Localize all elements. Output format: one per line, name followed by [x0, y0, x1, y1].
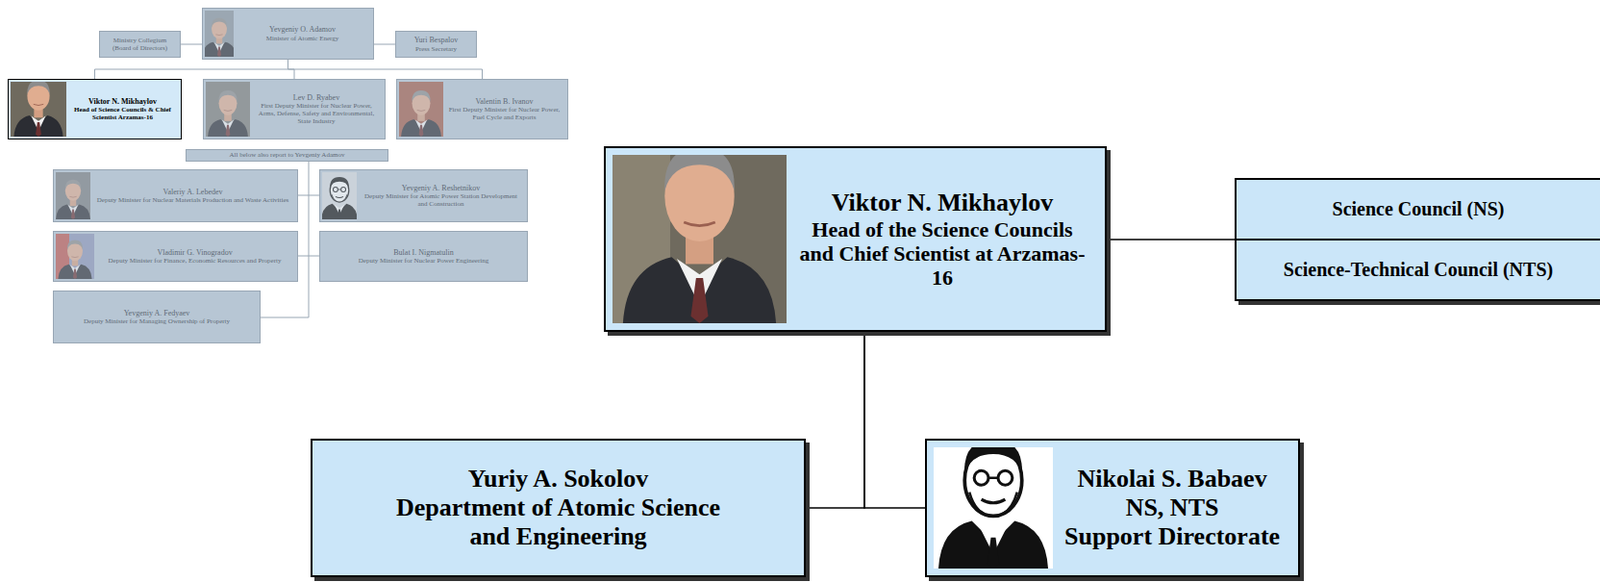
text-group: Valeriy A. LebedevDeputy Minister for Nu…	[90, 186, 296, 205]
thumbnail-box: Yuri BespalovPress Secretary	[395, 30, 477, 58]
box-subtext: Head of the Science Councils and Chief S…	[798, 217, 1087, 291]
text-group: Viktor N. MikhaylovHead of Science Counc…	[66, 96, 179, 123]
box-heading: Yuri Bespalov	[400, 35, 472, 45]
box-heading: Yevgeniy O. Adamov	[236, 25, 369, 34]
box-heading: Vladimir G. Vinogradov	[97, 248, 293, 257]
text-group: Valentin B. IvanovFirst Deputy Minister …	[443, 96, 566, 123]
portrait-photo	[55, 233, 95, 279]
thumbnail-box: Valeriy A. LebedevDeputy Minister for Nu…	[52, 169, 299, 223]
connector-line	[805, 331, 865, 508]
box-subtext: Deputy Minister for Finance, Economic Re…	[97, 256, 293, 265]
box-subtext: Deputy Minister for Nuclear Materials Pr…	[93, 196, 293, 204]
org-box: Science Council (NS)Science-Technical Co…	[1234, 177, 1600, 301]
thumbnail-box: Vladimir G. VinogradovDeputy Minister fo…	[52, 230, 299, 282]
portrait-photo	[10, 81, 67, 137]
box-heading: Viktor N. Mikhaylov	[69, 97, 176, 106]
connector-line	[288, 59, 483, 79]
thumbnail-box: Yevgeniy O. AdamovMinister of Atomic Ene…	[201, 7, 375, 60]
portrait-photo	[205, 81, 250, 137]
box-subtext: First Deputy Minister for Nuclear Power,…	[446, 105, 563, 122]
box-heading: Valeriy A. Lebedev	[93, 187, 293, 197]
text-group: All below also report to Yevgeniy Adamov	[188, 151, 386, 159]
portrait-photo	[55, 172, 91, 220]
box-subtext: Press Secretary	[400, 45, 472, 53]
box-heading: Ministry Collegium (Board of Directors)	[104, 36, 175, 52]
text-group: Yuri BespalovPress Secretary	[398, 34, 475, 53]
portrait-photo	[933, 447, 1053, 569]
connector-line	[1106, 238, 1235, 241]
text-group: Viktor N. MikhaylovHead of the Science C…	[786, 188, 1099, 291]
text-group: Vladimir G. VinogradovDeputy Minister fo…	[94, 247, 296, 266]
connector-line	[374, 44, 396, 46]
box-subtext: Deputy Minister for Nuclear Power Engine…	[325, 256, 523, 265]
box-heading: Science Council (NS)	[1236, 179, 1600, 239]
box-subtext: Minister of Atomic Energy	[236, 34, 369, 43]
portrait-photo	[204, 10, 234, 57]
thumbnail-box: Viktor N. MikhaylovHead of Science Counc…	[7, 78, 182, 140]
text-group: Yuriy A. SokolovDepartment of Atomic Sci…	[374, 464, 744, 551]
bus-stub	[260, 317, 309, 319]
box-heading: Nikolai S. Babaev	[1064, 464, 1280, 494]
bus-line	[308, 160, 310, 318]
text-group: Nikolai S. BabaevNS, NTSSupport Director…	[1052, 464, 1292, 551]
box-heading: Valentin B. Ivanov	[446, 97, 563, 106]
box-subtext: Science-Technical Council (NTS)	[1236, 238, 1600, 300]
thumbnail-box: Bulat I. NigmatulinDeputy Minister for N…	[319, 230, 528, 282]
text-group: Ministry Collegium (Board of Directors)	[101, 35, 178, 53]
thumbnail-box: Yevgeniy A. FedyaevDeputy Minister for M…	[52, 290, 261, 344]
text-group: Yevgeniy A. FedyaevDeputy Minister for M…	[55, 307, 258, 326]
box-heading: All below also report to Yevgeniy Adamov	[192, 151, 382, 159]
text-group: Lev D. RyabevFirst Deputy Minister for N…	[250, 92, 383, 126]
box-subtext: Deputy Minister for Atomic Power Station…	[359, 192, 523, 208]
portrait-photo	[399, 81, 444, 137]
text-group: Science Council (NS)Science-Technical Co…	[1236, 179, 1600, 300]
box-heading: Viktor N. Mikhaylov	[798, 188, 1087, 218]
thumbnail-box: Lev D. RyabevFirst Deputy Minister for N…	[202, 78, 386, 140]
thumbnail-box: Yevgeniy A. ReshetnikovDeputy Minister f…	[319, 169, 528, 223]
thumbnail-box: Ministry Collegium (Board of Directors)	[99, 30, 181, 58]
org-box: Yuriy A. SokolovDepartment of Atomic Sci…	[310, 438, 806, 577]
box-heading: Bulat I. Nigmatulin	[325, 248, 523, 257]
org-box: Viktor N. MikhaylovHead of the Science C…	[603, 146, 1107, 332]
thumbnail-box: All below also report to Yevgeniy Adamov	[185, 149, 389, 162]
box-heading: Yuriy A. Sokolov	[385, 464, 732, 494]
thumbnail-box: Valentin B. IvanovFirst Deputy Minister …	[396, 78, 569, 140]
connector-line	[180, 44, 202, 46]
box-heading: Yevgeniy A. Fedyaev	[58, 308, 255, 318]
connector-line	[95, 59, 289, 79]
box-subtext: Support Directorate	[1064, 522, 1280, 551]
org-box: Nikolai S. BabaevNS, NTSSupport Director…	[925, 438, 1300, 577]
bus-stub	[298, 195, 320, 197]
box-heading: Lev D. Ryabev	[252, 93, 380, 102]
box-subtext: Deputy Minister for Managing Ownership o…	[58, 317, 255, 325]
text-group: Yevgeniy O. AdamovMinister of Atomic Ene…	[233, 24, 372, 43]
box-subtext: Head of Science Councils & Chief Scienti…	[69, 105, 176, 122]
box-heading: Yevgeniy A. Reshetnikov	[359, 183, 523, 193]
portrait-photo	[612, 154, 787, 324]
portrait-photo	[322, 172, 357, 220]
text-group: Yevgeniy A. ReshetnikovDeputy Minister f…	[356, 182, 525, 209]
text-group: Bulat I. NigmatulinDeputy Minister for N…	[322, 247, 525, 266]
box-subtext: First Deputy Minister for Nuclear Power,…	[252, 101, 380, 125]
box-subtext: Department of Atomic Science and Enginee…	[385, 493, 732, 551]
connector-line	[864, 331, 925, 508]
box-subtext: NS, NTS	[1064, 493, 1280, 523]
bus-stub	[298, 255, 320, 257]
